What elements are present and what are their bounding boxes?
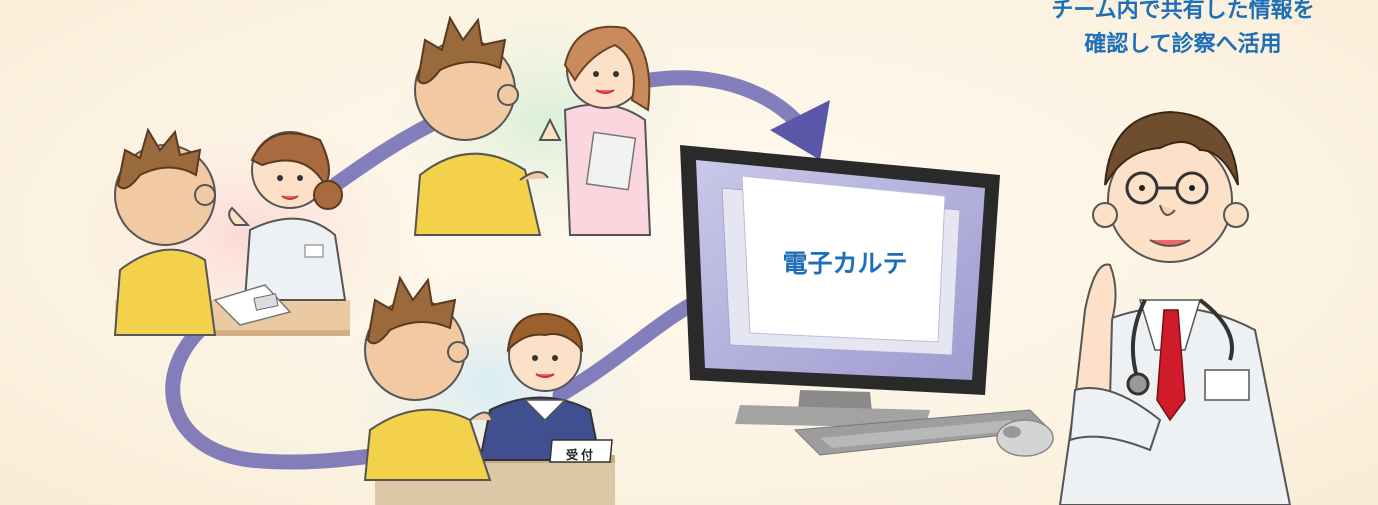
reception-scene [363, 275, 615, 505]
caption-line-2: 確認して診察へ活用 [1084, 32, 1282, 57]
arrow-head-icon [770, 100, 830, 160]
flow-arrow-icon [165, 70, 803, 470]
name-tag [1204, 369, 1250, 401]
consultation-scene [113, 127, 350, 336]
monitor-label: 電子カルテ [782, 249, 908, 278]
reception-sign [549, 439, 613, 463]
clipboard-icon [585, 131, 637, 191]
nurse-scene [413, 15, 652, 236]
doctor-figure [1058, 110, 1292, 505]
reception-sign-text: 受付 [565, 448, 596, 462]
mouse-icon [996, 419, 1054, 457]
caption: チーム内で共有した情報を 確認して診察へ活用 [1018, 0, 1348, 62]
caption-line-1: チーム内で共有した情報を [1051, 0, 1315, 23]
computer-monitor-icon [680, 145, 1000, 428]
stethoscope-icon [1126, 298, 1234, 396]
